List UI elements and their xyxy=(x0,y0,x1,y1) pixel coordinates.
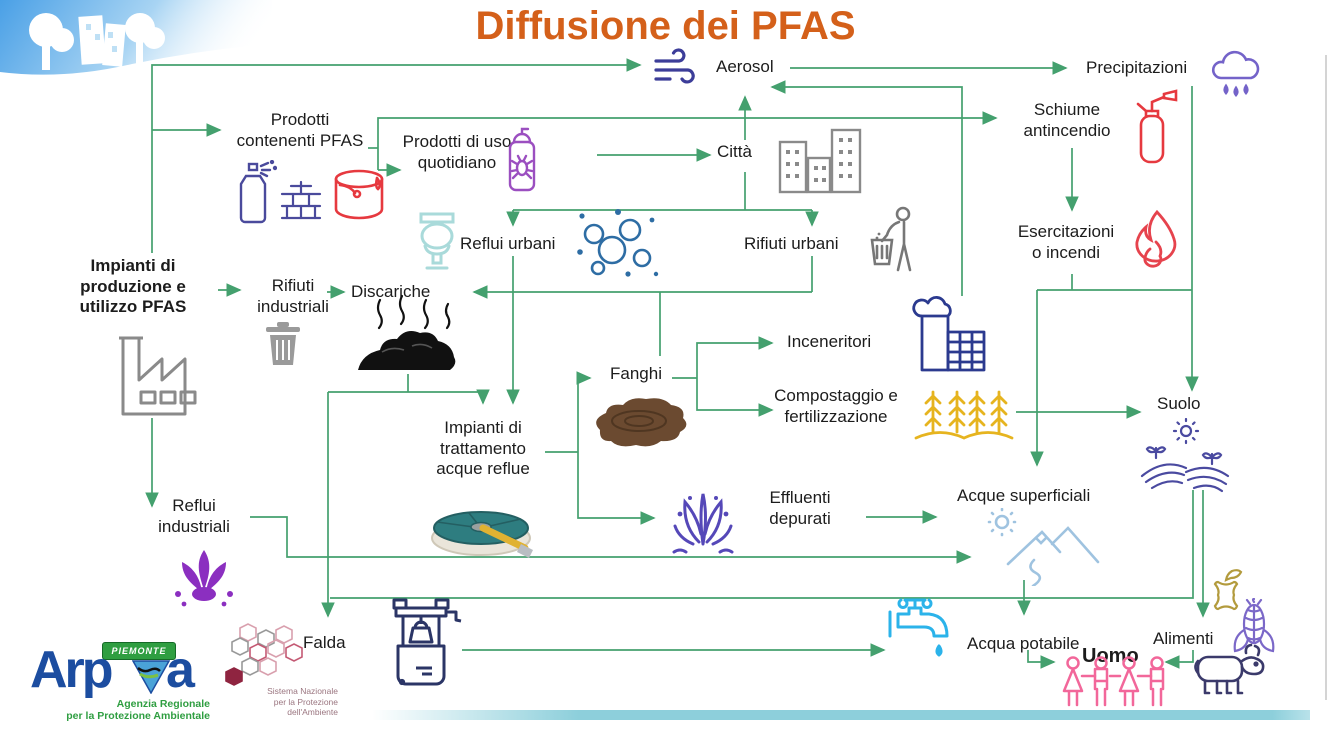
arpa-piemonte-logo: PIEMONTE Arp a Agenzia Regionale per la … xyxy=(28,636,213,736)
arpa-tagline: Agenzia Regionale per la Protezione Ambi… xyxy=(66,698,210,723)
paint-bucket-icon xyxy=(334,169,384,220)
label-inceneritori: Inceneritori xyxy=(787,332,872,351)
water-splash-icon xyxy=(672,493,734,554)
label-schiume-antincendio: Schiume antincendio xyxy=(1023,100,1111,140)
cow-icon xyxy=(1194,643,1265,695)
arpa-wordmark-end: a xyxy=(166,641,195,699)
label-impianti-trattamento: Impianti di trattamento acque reflue xyxy=(436,418,530,479)
slide-edge xyxy=(1325,55,1327,700)
fire-extinguisher-icon xyxy=(1136,89,1178,164)
clarifier-tank-icon xyxy=(431,511,533,558)
people-icon xyxy=(1062,656,1165,707)
label-effluenti-depurati: Effluenti depurati xyxy=(769,488,831,528)
spray-can-icon xyxy=(239,160,277,224)
arpa-logo-triangle xyxy=(132,660,170,694)
rain-cloud-icon xyxy=(1212,50,1260,97)
label-citta: Città xyxy=(717,142,752,161)
label-precipitazioni: Precipitazioni xyxy=(1086,58,1188,77)
mountain-river-icon xyxy=(987,508,1100,586)
label-alimenti: Alimenti xyxy=(1153,629,1214,648)
snpa-hexagons-icon xyxy=(225,623,303,686)
toilet-icon xyxy=(419,212,455,270)
label-rifiuti-industriali: Rifiuti industriali xyxy=(257,276,329,316)
trash-bin-icon xyxy=(266,322,300,365)
arpa-region-badge: PIEMONTE xyxy=(102,642,176,660)
brick-wall-icon xyxy=(280,180,322,220)
bubbles-icon xyxy=(577,209,659,277)
incinerator-icon xyxy=(912,296,986,372)
label-aerosol: Aerosol xyxy=(716,57,774,76)
wheat-icon xyxy=(914,390,1014,440)
page-title: Diffusione dei PFAS xyxy=(475,4,856,48)
sludge-icon xyxy=(596,398,687,447)
label-acqua-potabile: Acqua potabile xyxy=(967,634,1080,653)
label-suolo: Suolo xyxy=(1157,394,1201,413)
purple-splash-icon xyxy=(175,550,233,607)
label-fanghi: Fanghi xyxy=(610,364,662,383)
water-well-icon xyxy=(392,598,462,686)
bottom-accent-bar xyxy=(372,710,1310,720)
waste-pile-icon xyxy=(358,294,456,370)
label-prodotti-uso-quotidiano: Prodotti di uso quotidiano xyxy=(402,132,512,172)
corn-icon xyxy=(1233,598,1275,653)
wind-icon xyxy=(654,48,695,84)
label-reflui-urbani: Reflui urbani xyxy=(460,234,556,253)
snpa-caption: Sistema Nazionale per la Protezione dell… xyxy=(267,686,338,718)
apple-core-icon xyxy=(1213,569,1243,611)
cultivated-field-icon xyxy=(1140,418,1230,493)
city-buildings-icon xyxy=(778,128,862,194)
label-falda: Falda xyxy=(303,633,346,652)
label-prodotti-contenenti-pfas: Prodotti contenenti PFAS xyxy=(236,110,364,150)
label-reflui-industriali: Reflui industriali xyxy=(158,496,230,536)
landscape-sketch xyxy=(0,0,272,98)
arpa-wordmark: Arp xyxy=(30,641,114,699)
fire-icon xyxy=(1135,209,1177,268)
label-esercitazioni-o-incendi: Esercitazioni o incendi xyxy=(1017,222,1115,262)
label-compostaggio: Compostaggio e fertilizzazione xyxy=(774,386,898,426)
insecticide-spray-icon xyxy=(508,127,536,192)
factory-icon xyxy=(119,336,197,416)
snpa-logo: Sistema Nazionale per la Protezione dell… xyxy=(212,622,347,727)
label-rifiuti-urbani: Rifiuti urbani xyxy=(744,234,839,253)
faucet-icon xyxy=(888,598,949,657)
person-littering-icon xyxy=(870,206,912,272)
label-discariche: Discariche xyxy=(351,282,431,301)
label-impianti-produzione: Impianti di produzione e utilizzo PFAS xyxy=(79,256,187,317)
label-acque-superficiali: Acque superficiali xyxy=(957,486,1091,505)
